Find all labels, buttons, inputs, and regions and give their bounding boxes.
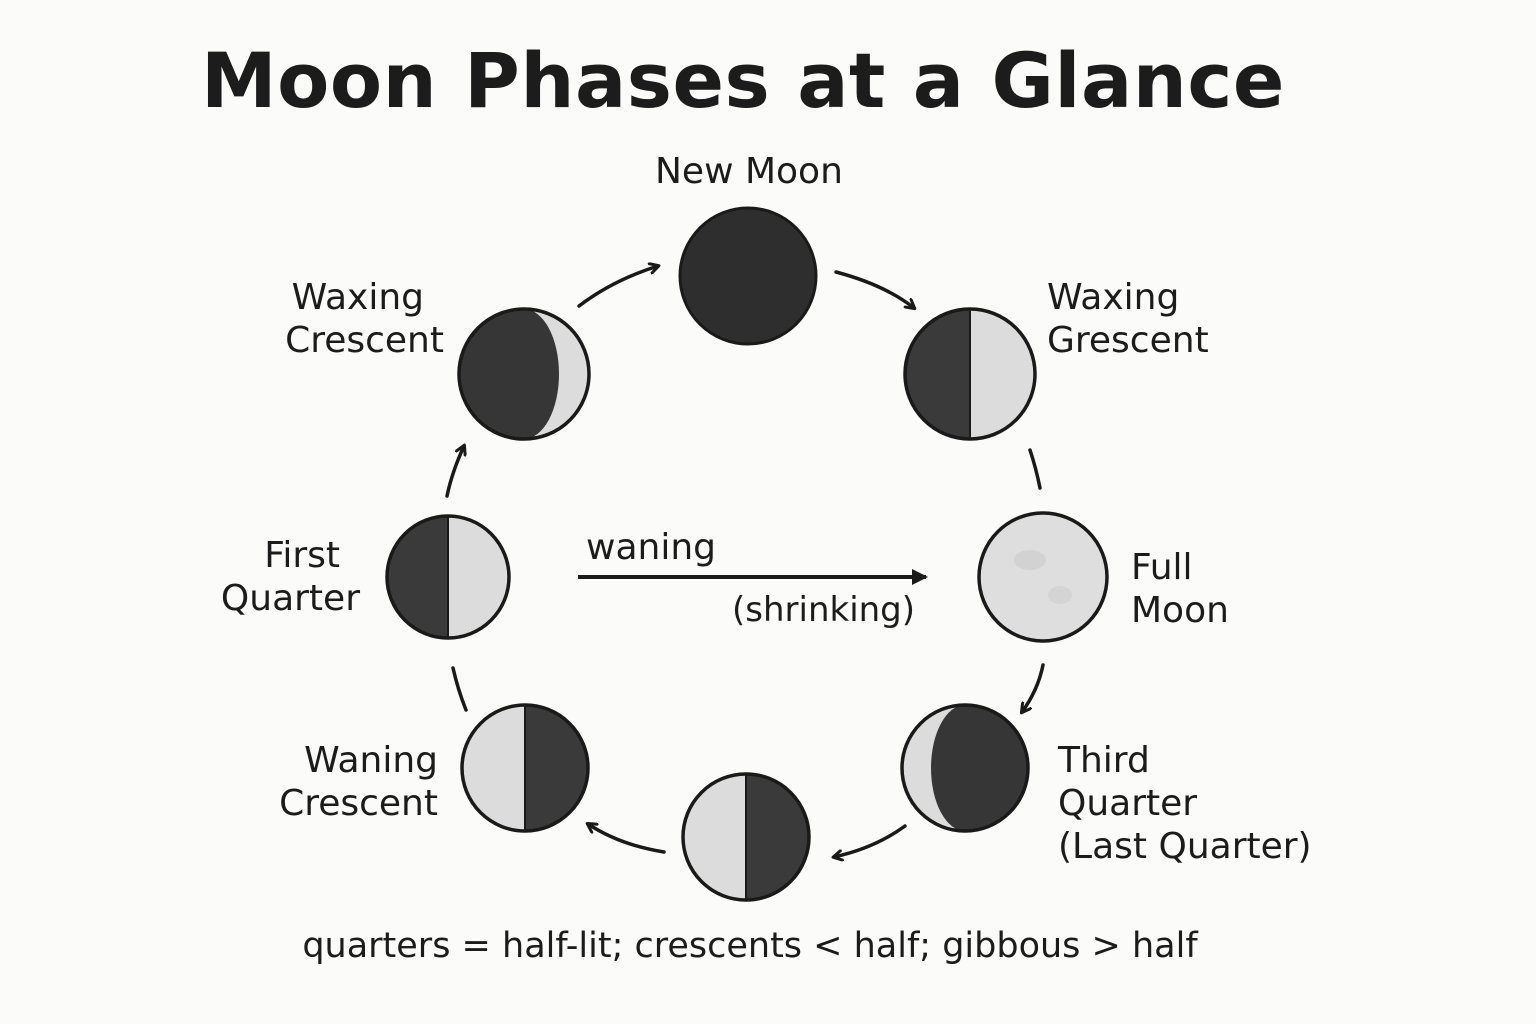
arrow-waxing-crescent-to-new — [577, 266, 658, 308]
footnote: quarters = half-lit; crescents < half; g… — [302, 926, 1198, 966]
new-moon-disc — [678, 206, 818, 346]
third-quarter-disc — [900, 703, 1030, 833]
first-quarter-disc — [385, 514, 511, 640]
connector-waning-crescent-to-first — [451, 666, 468, 712]
label-full-moon: Full Moon — [1131, 547, 1229, 631]
waxing-crescent-disc — [457, 307, 591, 441]
waning-crescent-disc — [460, 703, 590, 833]
arrow-full-to-third — [1022, 663, 1045, 712]
label-new-moon: New Moon — [655, 151, 843, 192]
arrow-new-to-upper-right — [834, 270, 914, 308]
upper-right-half-disc — [903, 307, 1037, 441]
arrow-label-shrinking: (shrinking) — [732, 590, 916, 630]
label-third-quarter: Third Quarter (Last Quarter) — [1058, 740, 1312, 867]
page-title: Moon Phases at a Glance — [201, 36, 1285, 125]
label-upper-right-phase: Waxing Grescent — [1047, 277, 1209, 361]
label-first-quarter: First Quarter — [220, 535, 360, 619]
full-moon-disc — [977, 511, 1109, 643]
arrow-first-to-waxing-crescent — [445, 446, 464, 498]
arrow-label-waning: waning — [586, 527, 716, 568]
arrow-bottom-to-waning-crescent — [588, 824, 666, 854]
bottom-half-disc — [681, 772, 811, 902]
connector-upper-right-to-full — [1028, 448, 1042, 490]
label-waxing-crescent: Waxing Crescent — [285, 277, 444, 361]
label-waning-crescent: Waning Crescent — [279, 740, 438, 824]
arrow-third-to-bottom — [834, 824, 907, 857]
